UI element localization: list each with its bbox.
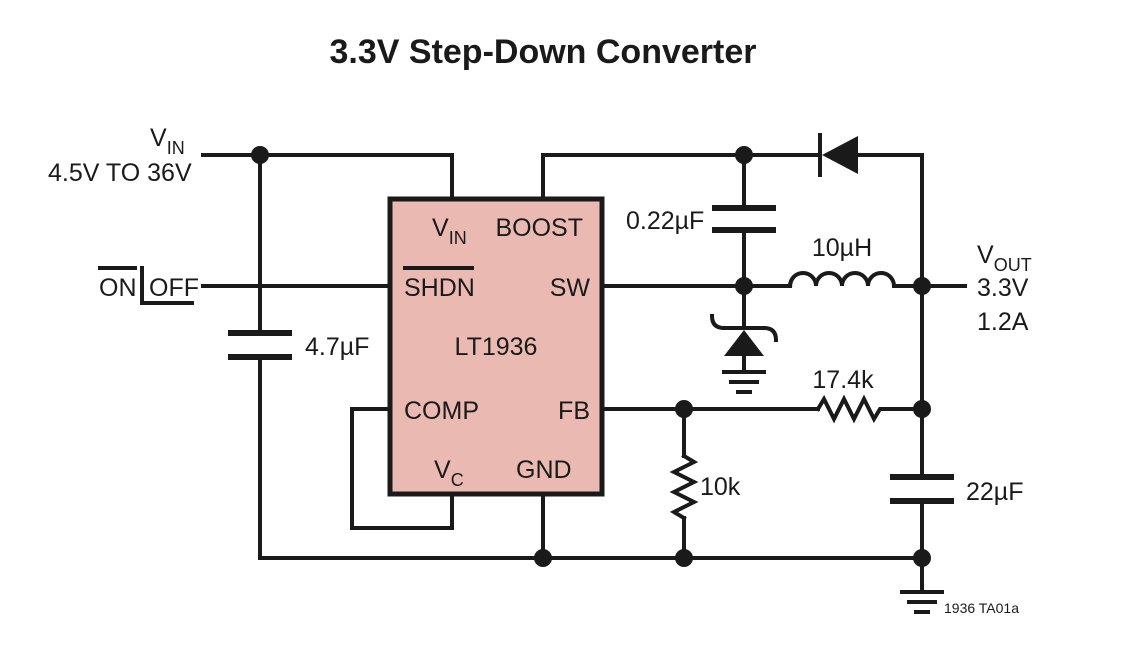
ic-part-number: LT1936: [455, 333, 538, 361]
cboost-value: 0.22µF: [626, 207, 704, 235]
cap-cout-gap: [915, 480, 929, 498]
wire-boost: [541, 153, 822, 201]
ic-lt1936: [387, 196, 605, 497]
figure-id: 1936 TA01a: [944, 600, 1019, 616]
pin-boost-label: BOOST: [495, 214, 583, 242]
junction-rtop-out: [913, 400, 931, 418]
rtop-value: 17.4k: [812, 366, 874, 394]
wire-comp-vc: [350, 407, 454, 530]
diode-schottky: [724, 330, 764, 356]
switch-on-label: ON: [99, 274, 137, 302]
pin-comp-label: COMP: [404, 397, 479, 425]
wire-vin: [201, 153, 454, 201]
switch-divider: [140, 266, 194, 305]
wire-diode-output: [856, 153, 924, 560]
schottky-hook-left: [709, 313, 727, 331]
resistor-bottom: [669, 453, 699, 521]
output-voltage: 3.3V: [977, 274, 1029, 302]
output-current: 1.2A: [977, 308, 1029, 336]
pin-vin-label: VIN: [432, 214, 467, 248]
pin-sw-label: SW: [550, 274, 591, 302]
switch-off-label: OFF: [149, 274, 199, 302]
pin-fb-label: FB: [558, 397, 590, 425]
inductor-main: [787, 271, 924, 289]
inductor-value: 10µH: [812, 234, 872, 262]
junction-vin: [251, 146, 269, 164]
input-vin-label: VIN: [150, 124, 185, 158]
output-vout-label: VOUT: [977, 241, 1032, 275]
cin-value: 4.7µF: [305, 333, 369, 361]
diagram-title: 3.3V Step-Down Converter: [330, 33, 757, 71]
diode-boost: [822, 136, 858, 174]
input-voltage-range: 4.5V TO 36V: [48, 159, 192, 187]
pin-shdn-label: SHDN: [404, 274, 475, 302]
cout-value: 22µF: [966, 478, 1023, 506]
junction-gnd-ic: [534, 549, 552, 567]
pin-gnd-label: GND: [516, 456, 572, 484]
rbot-value: 10k: [700, 473, 741, 501]
resistor-top: [815, 394, 924, 424]
schottky-hook-right: [761, 325, 779, 343]
pin-vc-label: VC: [434, 456, 464, 490]
